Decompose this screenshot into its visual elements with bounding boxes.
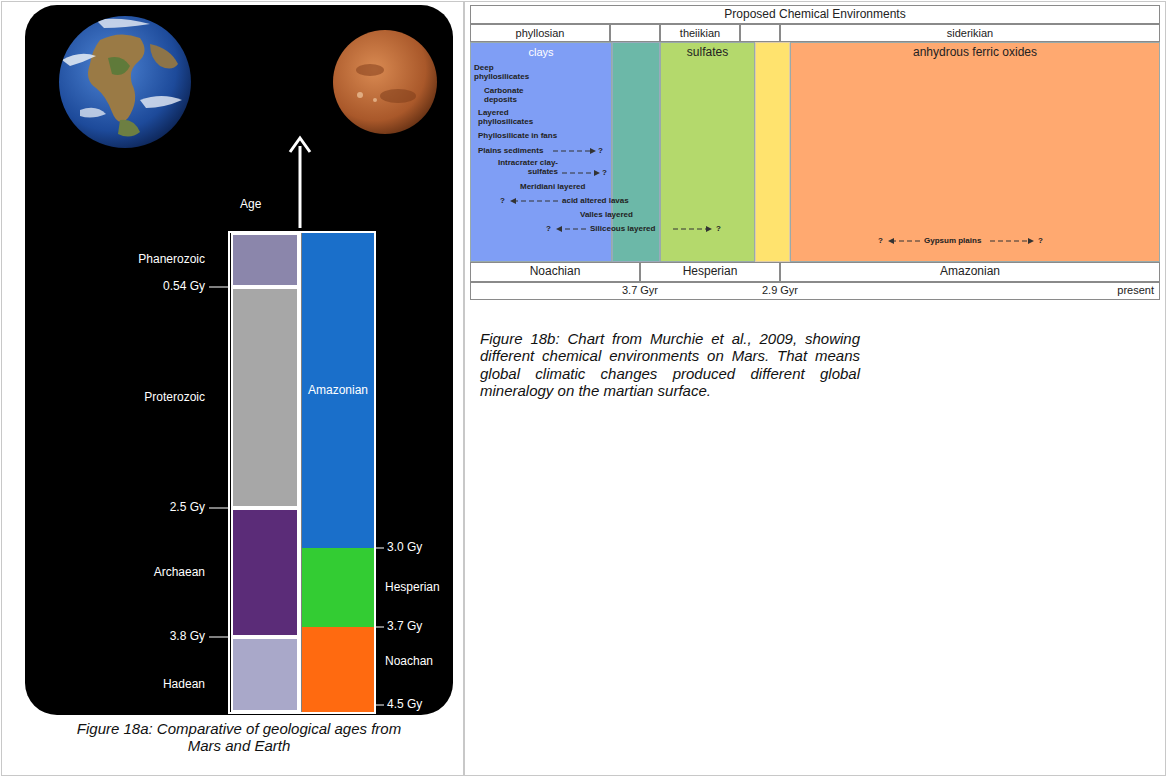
node-text: sulfates: [687, 46, 728, 60]
age-value: 2.5 Gy: [170, 501, 205, 515]
age-arrow: [299, 146, 302, 228]
panel-frame: [465, 2, 1166, 776]
environment-cell: phyllosian: [470, 24, 610, 42]
age-tick: [376, 705, 384, 706]
eon-bar: Hadean: [231, 637, 299, 712]
deposit-label: Deep phyllosilicates: [474, 63, 546, 81]
uncertain-mark: ?: [602, 168, 607, 177]
age-row: [470, 282, 1160, 300]
era-cell: Noachian: [470, 262, 640, 282]
age-tick: [209, 287, 228, 288]
earth-continents: [62, 19, 182, 137]
mars-era-bar: Hesperian: [302, 548, 374, 627]
figure-caption: Figure 18a: Comparative of geological ag…: [74, 720, 404, 755]
deposit-label: Layered phyllosilicates: [478, 108, 556, 126]
node-text: Hadean: [163, 678, 205, 692]
mars-globe: [333, 30, 437, 134]
panel-frame: [2, 2, 464, 776]
node-text: Noachian: [530, 265, 581, 279]
mineral-band: anhydrous ferric oxides: [790, 42, 1160, 262]
environment-cell: siderikian: [780, 24, 1160, 42]
deposit-label: Phyllosilicate in fans: [478, 131, 557, 140]
age-tick: [376, 627, 384, 628]
deposit-label: Valles layered: [580, 210, 633, 219]
deposit-label: Carbonate deposits: [484, 86, 546, 104]
column-frame: [229, 232, 375, 713]
age-value: 3.0 Gy: [387, 541, 422, 555]
mars-feature: [373, 98, 377, 102]
node-text: clays: [528, 46, 553, 59]
empty-cell: [740, 24, 780, 42]
uncertain-mark: ?: [1038, 236, 1043, 245]
age-tick: [209, 508, 228, 509]
uncertain-mark: ?: [878, 236, 883, 245]
deposit-label: Meridiani layered: [520, 182, 585, 191]
era-cell: Amazonian: [780, 262, 1160, 282]
deposit-label: Intracrater clay-sulfates: [494, 158, 558, 176]
black-panel: [25, 5, 453, 715]
node-text: Amazonian: [308, 384, 368, 398]
age-value: present: [1117, 284, 1154, 297]
node-text: Hesperian: [683, 265, 738, 279]
age-value: 3.7 Gy: [387, 620, 422, 634]
eon-bar: Archaean: [231, 508, 299, 637]
node-text: Amazonian: [940, 265, 1000, 279]
deposit-label: Gypsum plains: [924, 236, 981, 245]
mars-era-bar: Noachan: [302, 627, 374, 712]
node-text: Proposed Chemical Environments: [724, 8, 905, 22]
axis-label: Age: [240, 198, 261, 212]
uncertain-mark: ?: [546, 224, 551, 233]
node-text: theiikian: [680, 27, 720, 40]
age-tick: [376, 548, 384, 549]
deposit-label: acid altered lavas: [562, 196, 629, 205]
age-arrow-head: [290, 138, 310, 152]
node-text: Phanerozoic: [138, 253, 205, 267]
eon-bar: Proterozoic: [231, 287, 299, 508]
earth-globe: [59, 16, 191, 148]
age-value: 3.8 Gy: [170, 630, 205, 644]
uncertain-mark: ?: [598, 146, 603, 155]
node-text: siderikian: [947, 27, 993, 40]
uncertain-mark: ?: [716, 224, 721, 233]
figure-caption: Figure 18b: Chart from Murchie et al., 2…: [480, 330, 860, 399]
mars-era-bar: Amazonian: [302, 233, 374, 548]
transition-band: [755, 42, 790, 262]
node-text: phyllosian: [516, 27, 565, 40]
header-cell: Proposed Chemical Environments: [470, 5, 1160, 24]
node-text: anhydrous ferric oxides: [913, 46, 1037, 60]
era-cell: Hesperian: [640, 262, 780, 282]
node-text: Noachan: [385, 655, 433, 669]
deposit-label: Plains sediments: [478, 146, 543, 155]
node-text: Archaean: [154, 566, 205, 580]
node-text: Hesperian: [385, 581, 440, 595]
uncertain-mark: ?: [500, 196, 505, 205]
environment-cell: theiikian: [660, 24, 740, 42]
mars-feature: [357, 92, 363, 98]
mars-feature: [380, 89, 416, 103]
mars-feature: [356, 64, 384, 76]
age-value: 3.7 Gyr: [610, 284, 670, 297]
deposit-label: Siliceous layered: [590, 224, 655, 233]
empty-cell: [610, 24, 660, 42]
age-tick: [209, 637, 228, 638]
age-value: 2.9 Gyr: [750, 284, 810, 297]
age-value: 0.54 Gy: [163, 280, 205, 294]
eon-bar: Phanerozoic: [231, 233, 299, 287]
age-value: 4.5 Gy: [387, 698, 422, 712]
node-text: Proterozoic: [144, 391, 205, 405]
